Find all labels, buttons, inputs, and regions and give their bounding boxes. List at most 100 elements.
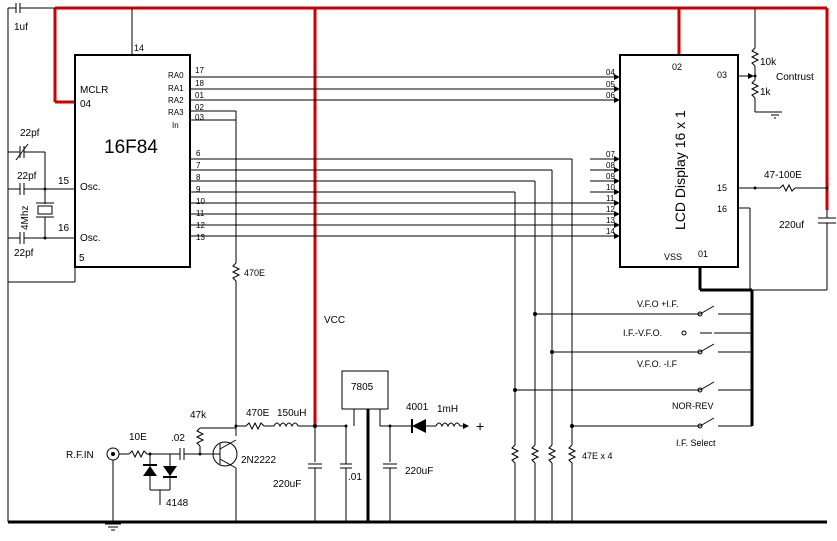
ground-symbol: [105, 523, 121, 531]
mcu-pin-8: 8: [196, 173, 201, 182]
mcu-port-ra0: RA0: [168, 71, 184, 80]
capacitor-220-a: [308, 426, 322, 522]
label-inductor-150: 150uH: [277, 408, 306, 419]
lcd-vss-label: VSS: [664, 252, 682, 262]
lcd-pin-04: 04: [606, 68, 615, 77]
mcu-pin-18: 18: [195, 79, 204, 88]
power-wiring: [53, 6, 829, 426]
lcd-name: LCD Display 16 x 1: [672, 110, 688, 230]
mcu-pin-02: 02: [195, 103, 204, 112]
switch-wiring: [515, 305, 752, 427]
lcd-pin-05: 05: [606, 80, 615, 89]
rf-connector-pin: [111, 452, 115, 456]
lcd-vdd-pin: 02: [672, 62, 682, 72]
cap-01-node: [344, 424, 348, 428]
switch-contact-5: [697, 423, 703, 429]
label-led-cap: 220uf: [779, 220, 804, 231]
pot-wiper-arrow: [748, 73, 754, 79]
label-transistor: 2N2222: [241, 455, 276, 466]
switch-label-if-minus-vfo: I.F.-V.F.O.: [623, 328, 662, 338]
osc-node-1: [43, 187, 47, 191]
pullup-resistors: [510, 444, 577, 522]
cap-220-b-node: [388, 424, 392, 428]
mcu-osc1-pin: 15: [58, 176, 70, 187]
label-res-10: 10E: [129, 432, 147, 443]
mcu-pin-7: 7: [196, 161, 201, 170]
switch-contact-1: [697, 311, 703, 317]
rf-node: [148, 452, 152, 456]
mcu-gnd-pin: 5: [79, 253, 85, 264]
rf-input-circuit: [106, 447, 214, 522]
lcd-pin-07: 07: [606, 150, 615, 159]
switch-node-3: [550, 350, 554, 354]
mcu-pin-01: 01: [195, 91, 204, 100]
label-pullups: 47E x 4: [582, 451, 613, 461]
label-osc-cap1: 22pf: [20, 128, 40, 139]
mcu-osc2-pin: 16: [58, 223, 70, 234]
label-diode-4001: 4001: [406, 402, 429, 413]
switch-label-if-select: I.F. Select: [676, 438, 716, 448]
mcu-pin-10: 10: [196, 197, 205, 206]
switch-node-5: [570, 424, 574, 428]
bus-arrows: [614, 74, 620, 239]
mcu-name: 16F84: [104, 137, 158, 158]
led-node: [753, 186, 757, 190]
pot-node: [753, 74, 757, 78]
label-crystal: 4Mhz: [20, 206, 31, 230]
contrast-pot: [738, 8, 782, 119]
label-cap-220-b: 220uF: [405, 466, 433, 477]
mcu-mclr-label: MCLR: [80, 85, 108, 96]
mcu-port-ra3: RA3: [168, 108, 184, 117]
lcd-pin-08: 08: [606, 161, 615, 170]
lcd-pin-09: 09: [606, 172, 615, 181]
backlight-circuit: [738, 183, 836, 291]
lcd-pin-13: 13: [606, 216, 615, 225]
label-pot-bottom: 1k: [760, 87, 772, 98]
mcu-port-in: In: [172, 121, 179, 130]
switch-label-vfo-minus-if: V.F.O. -I.F: [637, 359, 678, 369]
diodes-4148: [143, 464, 177, 478]
label-cap-02: .02: [171, 433, 185, 444]
label-led-res: 47-100E: [764, 170, 802, 181]
lcd-pin-14: 14: [606, 227, 615, 236]
lcd-pin-12: 12: [606, 205, 615, 214]
capacitor-1uf: [15, 3, 55, 13]
led-node-right: [825, 186, 829, 190]
input-arrow: [463, 423, 469, 429]
label-regulator: 7805: [351, 382, 374, 393]
label-inductor-1m: 1mH: [437, 404, 458, 415]
bias-node: [198, 452, 202, 456]
label-pot-top: 10k: [760, 57, 777, 68]
mcu-port-ra2: RA2: [168, 96, 184, 105]
mcu-pin-03: 03: [195, 113, 204, 122]
mcu-mclr-pin: 04: [80, 99, 92, 110]
lcd-pin-06: 06: [606, 91, 615, 100]
ground-wiring: [7, 7, 16, 522]
label-res-47k: 47k: [190, 410, 207, 421]
oscillator-circuit: [8, 143, 76, 283]
label-vcc: VCC: [324, 315, 345, 326]
mcu-port-ra1: RA1: [168, 84, 184, 93]
label-cap-220-a: 220uF: [273, 479, 301, 490]
label-osc-cap3: 22pf: [14, 248, 34, 259]
diode-4001: [412, 419, 426, 433]
label-plus: +: [476, 418, 484, 434]
rf-feed: [236, 421, 346, 431]
switch-node-4: [513, 388, 517, 392]
label-osc-cap2: 22pf: [17, 171, 37, 182]
lcd-module: [619, 54, 739, 268]
label-res-470-v: 470E: [244, 268, 265, 278]
switch-ground-bus: [698, 267, 754, 422]
switch-label-nor-rev: NOR-REV: [672, 401, 714, 411]
switch-label-vfo-plus-if: V.F.O +I.F.: [637, 299, 678, 309]
label-cap-top: 1uf: [14, 22, 28, 33]
lcd-pin-11: 11: [606, 194, 615, 203]
label-res-470-h: 470E: [246, 408, 270, 419]
lcd-led-a-pin: 15: [717, 183, 727, 193]
capacitor-01: [340, 426, 352, 522]
switch-contact-3: [697, 349, 703, 355]
mcu-osc2-label: Osc.: [80, 233, 101, 244]
label-rf-in: R.F.IN: [66, 450, 94, 461]
